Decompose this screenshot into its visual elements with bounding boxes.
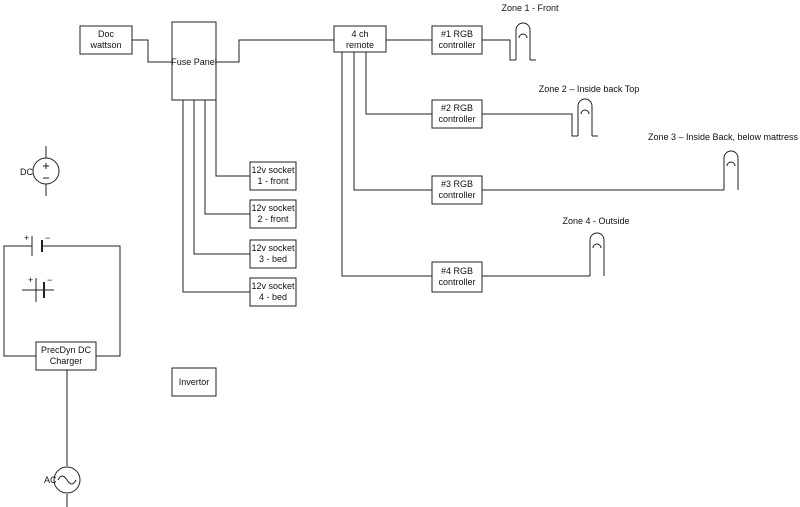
battery-top-plus: +: [24, 233, 29, 243]
rgb4-box: #4 RGB controller: [431, 261, 483, 293]
battery-bottom-plus: +: [28, 275, 33, 285]
rgb1-box: #1 RGB controller: [431, 25, 483, 55]
invertor-label: Invertor: [179, 377, 210, 387]
wiring: [3, 39, 724, 507]
wire-rgb2-to-zone2: [482, 113, 578, 137]
wire-fuse-to-socket2: [204, 100, 250, 215]
doc-wattson-line2: wattson: [89, 40, 121, 50]
fuse-panel-box: Fuse Panel: [171, 21, 217, 101]
charger-box: PrecDyn DC Charger: [35, 341, 97, 371]
rgb2-line1: #2 RGB: [441, 103, 473, 113]
doc-wattson-line1: Doc: [98, 29, 115, 39]
rgb2-box: #2 RGB controller: [431, 99, 483, 129]
ac-label: AC: [44, 475, 57, 485]
socket2-box: 12v socket 2 - front: [249, 199, 297, 229]
zone4-lamp: [589, 232, 605, 276]
wire-fuse-to-socket3: [193, 100, 250, 255]
dc-label: DC: [20, 167, 33, 177]
wire-battery-loop-left: [3, 245, 36, 357]
battery-bottom-icon: + −: [22, 275, 54, 302]
zone1-lamp: [515, 22, 536, 61]
wire-fuse-to-socket1: [215, 100, 250, 177]
socket4-line1: 12v socket: [251, 281, 295, 291]
socket3-line1: 12v socket: [251, 243, 295, 253]
remote-box: 4 ch remote: [333, 25, 387, 53]
wire-fuse-to-socket4: [182, 100, 250, 293]
fuse-panel-label: Fuse Panel: [171, 57, 217, 67]
rgb2-line2: controller: [438, 114, 475, 124]
ac-source-icon: [53, 466, 81, 494]
doc-wattson-box: Doc wattson: [79, 25, 133, 55]
rgb3-box: #3 RGB controller: [431, 175, 483, 205]
socket3-line2: 3 - bed: [259, 254, 287, 264]
zone3-lamp: [723, 150, 739, 190]
zone2-lamp: [577, 98, 598, 137]
socket2-line2: 2 - front: [257, 214, 289, 224]
zone2-label: Zone 2 – Inside back Top: [539, 84, 639, 94]
socket4-line2: 4 - bed: [259, 292, 287, 302]
wire-remote-to-rgb2: [365, 52, 432, 115]
battery-bottom-minus: −: [47, 275, 52, 285]
wire-fuse-to-remote: [214, 39, 334, 63]
socket2-line1: 12v socket: [251, 203, 295, 213]
charger-line2: Charger: [50, 356, 83, 366]
zone1-label: Zone 1 - Front: [501, 3, 559, 13]
rgb1-line1: #1 RGB: [441, 29, 473, 39]
rgb1-line2: controller: [438, 40, 475, 50]
rgb3-line1: #3 RGB: [441, 179, 473, 189]
rgb4-line1: #4 RGB: [441, 266, 473, 276]
wire-remote-to-rgb3: [353, 52, 432, 191]
zone3-label: Zone 3 – Inside Back, below mattress: [648, 132, 799, 142]
remote-line1: 4 ch: [351, 29, 368, 39]
dc-source-icon: [32, 157, 60, 185]
socket1-line1: 12v socket: [251, 165, 295, 175]
socket1-line2: 1 - front: [257, 176, 289, 186]
charger-line1: PrecDyn DC: [41, 345, 92, 355]
rgb4-line2: controller: [438, 277, 475, 287]
invertor-box: Invertor: [171, 367, 217, 397]
battery-top-icon: + −: [24, 233, 50, 256]
wire-battery-loop-right: [42, 245, 121, 357]
wire-remote-to-rgb4: [341, 52, 432, 277]
wire-rgb1-to-zone1: [482, 39, 516, 61]
socket1-box: 12v socket 1 - front: [249, 161, 297, 191]
rgb3-line2: controller: [438, 190, 475, 200]
remote-line2: remote: [346, 40, 374, 50]
battery-top-minus: −: [45, 233, 50, 243]
socket4-box: 12v socket 4 - bed: [249, 277, 297, 307]
wire-doc-to-fuse: [132, 39, 172, 63]
socket3-box: 12v socket 3 - bed: [249, 239, 297, 269]
zone4-label: Zone 4 - Outside: [562, 216, 629, 226]
